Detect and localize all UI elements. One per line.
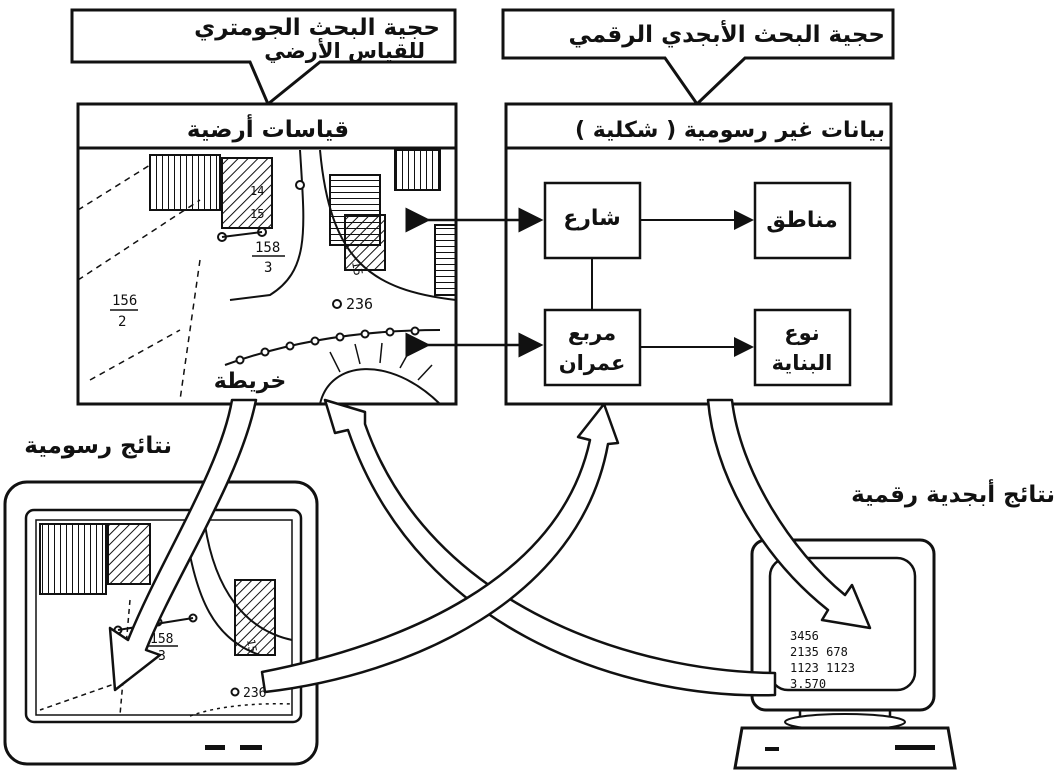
graphic-monitor: 15 158 3 236: [3, 480, 319, 766]
alphanumeric-results-label: نتائج أبجدية رقمية: [851, 478, 1055, 508]
arrow-alphanumeric-to-map: [323, 398, 777, 697]
geometric-query-callout: حجية البحث الجومتري للقياس الأرضي: [70, 8, 457, 107]
screen-line-1: 3456: [790, 629, 819, 643]
survey-map: 14 15 15 158 3 156 2 236: [77, 149, 457, 405]
nongraphic-panel: بيانات غير رسومية ( شكلية ) شارع مناطق م…: [504, 102, 893, 406]
monitor-led: [205, 745, 225, 750]
parcel-label-156: 156: [112, 293, 137, 309]
parcel-label-3: 3: [264, 260, 272, 276]
parcel-label-236: 236: [346, 295, 373, 313]
map-label: خريطة: [214, 369, 287, 394]
node-block: مربع عمران: [543, 308, 642, 387]
node-building-type-line-1: نوع: [784, 321, 819, 345]
survey-panel: قياسات أرضية 14 15 15 158: [76, 102, 458, 406]
node-zones: مناطق: [753, 181, 852, 260]
computer-base: [733, 726, 957, 770]
monitor-parcel-158: 158: [150, 632, 173, 647]
parcel-label-158: 158: [255, 240, 280, 256]
alphanumeric-computer: 3456 2135 678 1123 1123 3.570: [733, 538, 957, 770]
node-street-label: شارع: [563, 206, 621, 231]
arrow-graphic-to-block: [260, 402, 620, 694]
node-street: شارع: [543, 181, 642, 260]
geometric-query-line-1: حجية البحث الجومتري: [194, 15, 440, 41]
survey-panel-title: قياسات أرضية: [187, 113, 349, 143]
monitor-parcel-3: 3: [158, 649, 166, 664]
geometric-query-line-2: للقياس الأرضي: [264, 37, 425, 63]
monitor-button: [240, 745, 262, 750]
panel-link-arrows: [405, 207, 544, 358]
monitor-parcel-236: 236: [243, 686, 266, 701]
parcel-label-2: 2: [118, 314, 126, 330]
parcel-label-15a: 15: [250, 207, 264, 221]
screen-line-2: 2135 678: [790, 645, 848, 659]
parcel-label-14: 14: [250, 184, 264, 198]
node-block-line-2: عمران: [559, 351, 626, 375]
computer-led: [765, 747, 779, 751]
node-building-type-line-2: البناية: [772, 351, 833, 375]
node-zones-label: مناطق: [766, 208, 837, 233]
alphanumeric-query-callout: حجية البحث الأبجدي الرقمي: [501, 8, 895, 107]
alphanumeric-query-text: حجية البحث الأبجدي الرقمي: [568, 19, 885, 48]
disk-slot: [895, 745, 935, 750]
graphic-results-label: نتائج رسومية: [24, 433, 172, 459]
arrow-map-to-graphic-results: [108, 398, 258, 692]
screen-line-3: 1123 1123: [790, 661, 855, 675]
nongraphic-panel-title: بيانات غير رسومية ( شكلية ): [575, 118, 885, 143]
screen-line-4: 3.570: [790, 677, 826, 691]
arrow-nongraphic-to-alphanumeric: [706, 398, 872, 630]
parcel-label-15b: 15: [349, 260, 365, 277]
node-building-type: نوع البناية: [753, 308, 852, 387]
node-block-line-1: مربع: [568, 321, 616, 345]
